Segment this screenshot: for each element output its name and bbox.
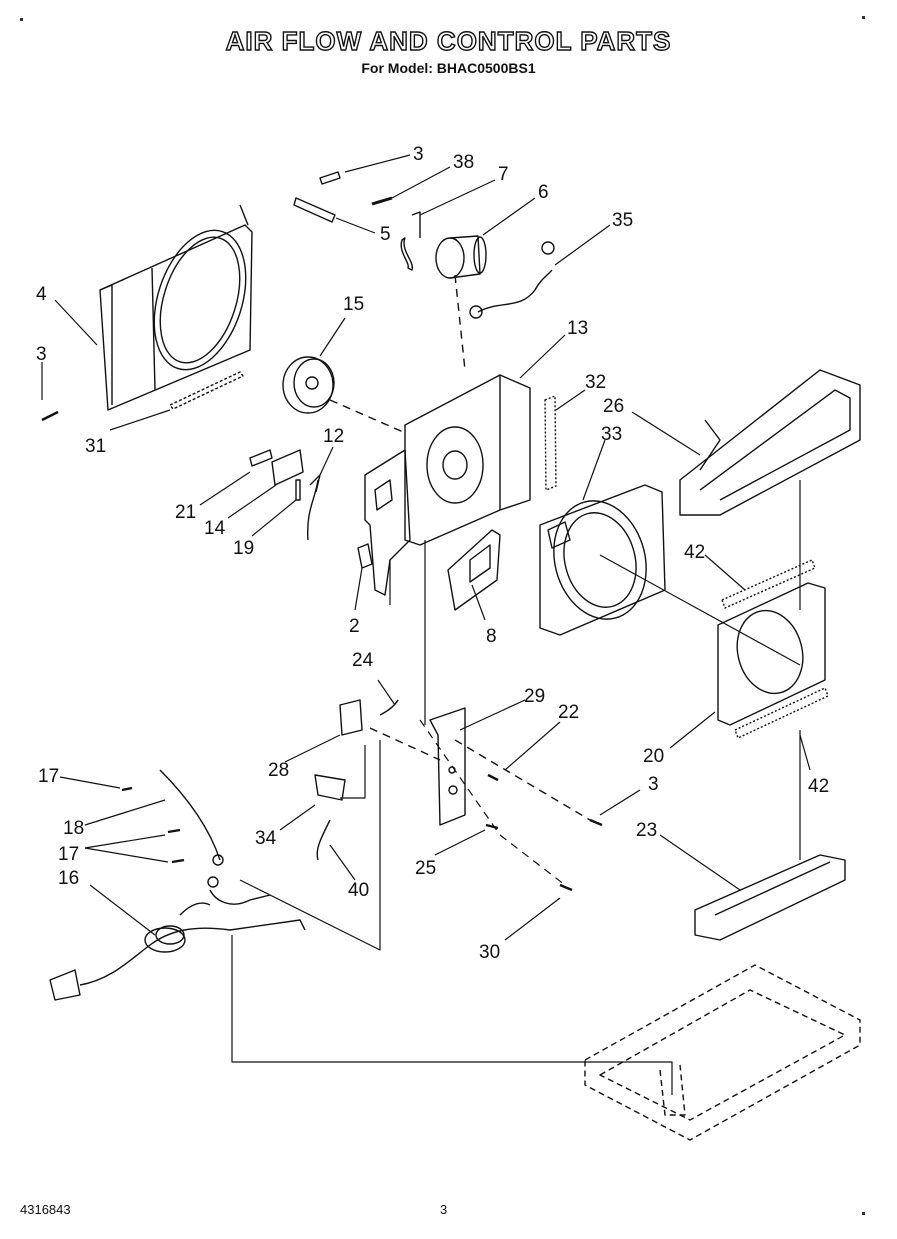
callout-label: 25 [415, 858, 436, 879]
callout-label: 19 [233, 538, 254, 559]
control-bracket-panel [364, 374, 531, 596]
callout-label: 22 [558, 702, 579, 723]
callout-label: 23 [636, 820, 657, 841]
callout-label: 21 [175, 502, 196, 523]
callout-label: 18 [63, 818, 84, 839]
callout-label: 38 [453, 152, 474, 173]
callout-label: 17 [58, 844, 79, 865]
callout-label: 3 [36, 344, 47, 365]
power-cord-and-harness [49, 769, 306, 1001]
callout-label: 4 [36, 284, 47, 305]
callout-labels: 3 38 7 6 35 4 5 15 13 3 32 26 33 31 12 2… [36, 144, 829, 963]
leader-arrows [41, 154, 811, 941]
callout-label: 3 [413, 144, 424, 165]
control-panel-plate [447, 529, 501, 611]
corner-mark [20, 18, 23, 21]
screws [41, 410, 603, 892]
callout-label: 26 [603, 396, 624, 417]
callout-label: 34 [255, 828, 277, 849]
wiring-lines [231, 480, 801, 1095]
callout-label: 5 [380, 224, 391, 245]
callout-label: 30 [479, 942, 500, 963]
callout-label: 15 [343, 294, 364, 315]
page-number: 3 [440, 1202, 448, 1217]
part-drawings [41, 171, 861, 1141]
relay [357, 543, 373, 569]
callout-label: 6 [538, 182, 549, 203]
base-pan [584, 964, 861, 1141]
callout-label: 32 [585, 372, 606, 393]
top-seal-strip [721, 559, 816, 609]
callout-label: 13 [567, 318, 588, 339]
callout-label: 31 [85, 436, 106, 457]
callout-label: 17 [38, 766, 59, 787]
callout-label: 40 [348, 880, 369, 901]
hinge-bracket [293, 171, 341, 223]
callout-label: 16 [58, 868, 79, 889]
callout-label: 14 [204, 518, 226, 539]
callout-label: 42 [684, 542, 705, 563]
model-subtitle: For Model: BHAC0500BS1 [361, 60, 536, 76]
capacitor-assembly [371, 196, 555, 371]
front-grille-panel [99, 204, 253, 411]
discharge-duct [679, 369, 861, 516]
corner-mark [862, 16, 865, 19]
callout-label: 7 [498, 164, 509, 185]
callout-label: 3 [648, 774, 659, 795]
callout-label: 20 [643, 746, 664, 767]
callout-label: 2 [349, 616, 360, 637]
fan-housing [539, 484, 666, 636]
callout-label: 42 [808, 776, 829, 797]
callout-label: 12 [323, 426, 344, 447]
part-number: 4316843 [20, 1202, 71, 1217]
filter-strip [169, 371, 244, 410]
callout-label: 28 [268, 760, 289, 781]
corner-mark [862, 1212, 865, 1215]
callout-label: 8 [486, 626, 497, 647]
callout-label: 35 [612, 210, 633, 231]
drain-pan [694, 854, 846, 941]
page-title: AIR FLOW AND CONTROL PARTS [225, 25, 672, 56]
callout-label: 29 [524, 686, 545, 707]
seal-strip [544, 395, 557, 491]
switch-bracket-assembly [314, 699, 591, 861]
callout-label: 33 [601, 424, 622, 445]
callout-label: 24 [352, 650, 374, 671]
fan-blade [282, 356, 411, 436]
inner-front-panel [717, 582, 826, 726]
